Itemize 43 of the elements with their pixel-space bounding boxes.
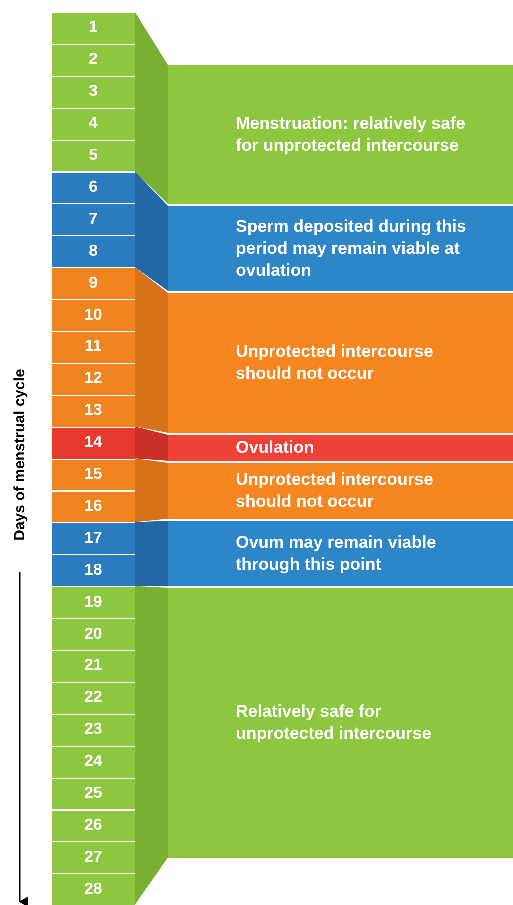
- day-cell: 9: [52, 267, 135, 300]
- axis-label: Days of menstrual cycle: [12, 369, 28, 541]
- day-cell: 25: [52, 778, 135, 810]
- day-cell: 2: [52, 44, 135, 76]
- day-cell: 5: [52, 140, 135, 172]
- day-cell: 14: [52, 426, 135, 459]
- day-cell: 16: [52, 490, 135, 522]
- day-cell: 22: [52, 682, 135, 714]
- band-text: Sperm deposited during this period may remain viable at ovulation: [236, 216, 468, 282]
- day-cell: 23: [52, 714, 135, 746]
- phase-band: [168, 463, 513, 519]
- band-text: Unprotected intercourse should not occur: [236, 469, 434, 513]
- phase-band: [168, 65, 513, 204]
- day-cell: 12: [52, 362, 135, 395]
- day-cell: 11: [52, 331, 135, 363]
- day-cell: 6: [52, 172, 135, 204]
- day-cell: 17: [52, 522, 135, 554]
- day-cell: 7: [52, 203, 135, 236]
- day-cell: 27: [52, 841, 135, 874]
- day-cell: 21: [52, 650, 135, 682]
- day-cell: 15: [52, 458, 135, 490]
- day-cell: 28: [52, 873, 135, 905]
- day-cell: 13: [52, 394, 135, 427]
- band-text: Relatively safe for unprotected intercourse: [236, 701, 433, 745]
- phase-band: [168, 435, 513, 461]
- day-cell: 10: [52, 299, 135, 331]
- phase-band: [168, 206, 513, 291]
- band-text: Ovum may remain viable through this point: [236, 532, 438, 576]
- band-text: Menstruation: relatively safe for unprotected intercourse: [236, 112, 467, 156]
- day-cell: 26: [52, 810, 135, 842]
- day-cell: 18: [52, 554, 135, 586]
- day-cell: 4: [52, 108, 135, 140]
- phase-band: [168, 293, 513, 433]
- day-cell: 3: [52, 76, 135, 108]
- day-cell: 1: [52, 12, 135, 44]
- phase-band: [168, 588, 513, 858]
- band-text: Unprotected intercourse should not occur: [236, 341, 434, 385]
- day-cell: 19: [52, 586, 135, 618]
- day-cell: 8: [52, 235, 135, 268]
- band-text: Ovulation: [236, 437, 314, 459]
- day-cell: 20: [52, 618, 135, 650]
- day-cell: 24: [52, 746, 135, 778]
- phase-band: [168, 521, 513, 586]
